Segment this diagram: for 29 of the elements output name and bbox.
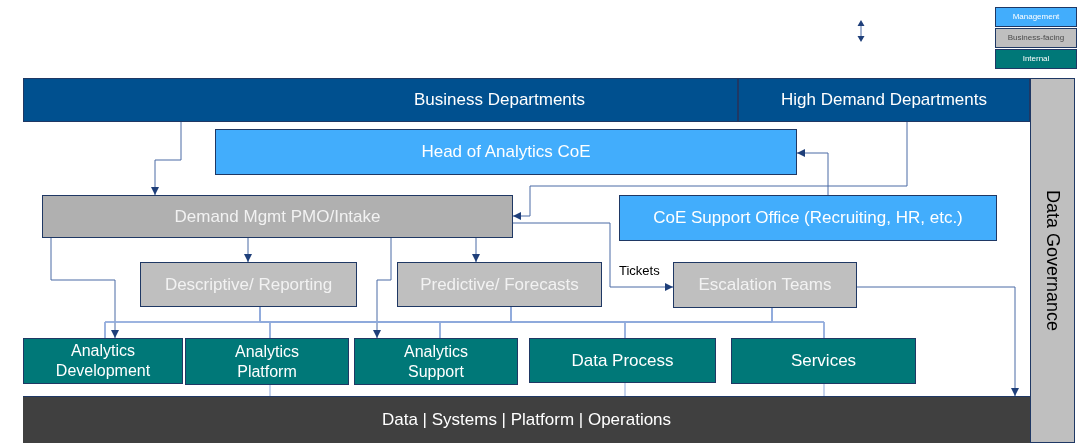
process-box: Analytics Platform [185,338,349,385]
edge-label: Tickets [618,264,661,277]
arrow [50,237,119,339]
foundation-band: Data | Systems | Platform | Operations [23,396,1030,443]
arrow [244,237,252,263]
arrow [373,237,392,339]
process-box: Analytics Development [23,338,183,384]
connector-line [771,307,825,339]
legend-swatch: Business-facing [995,28,1077,48]
arrow [512,222,674,291]
process-box: Services [731,338,916,384]
arrow [512,121,908,220]
arrow [856,286,1019,397]
legend-swatch: Management [995,7,1077,27]
arrow [796,149,829,196]
arrow [472,237,480,263]
process-box: CoE Support Office (Recruiting, HR, etc.) [619,195,997,241]
department-band: High Demand Departments [738,78,1030,122]
connector-line [823,383,825,397]
process-box: Data Process [529,338,716,383]
governance-bar: Data Governance [1030,78,1075,443]
process-box: Analytics Support [354,338,518,385]
legend-swatch: Internal [995,49,1077,69]
department-band: Business Departments [23,78,738,122]
connector-line [624,382,626,397]
process-box: Head of Analytics CoE [215,129,797,175]
connector-line [269,384,271,397]
process-box: Demand Mgmt PMO/Intake [42,195,513,238]
arrow [151,121,182,196]
